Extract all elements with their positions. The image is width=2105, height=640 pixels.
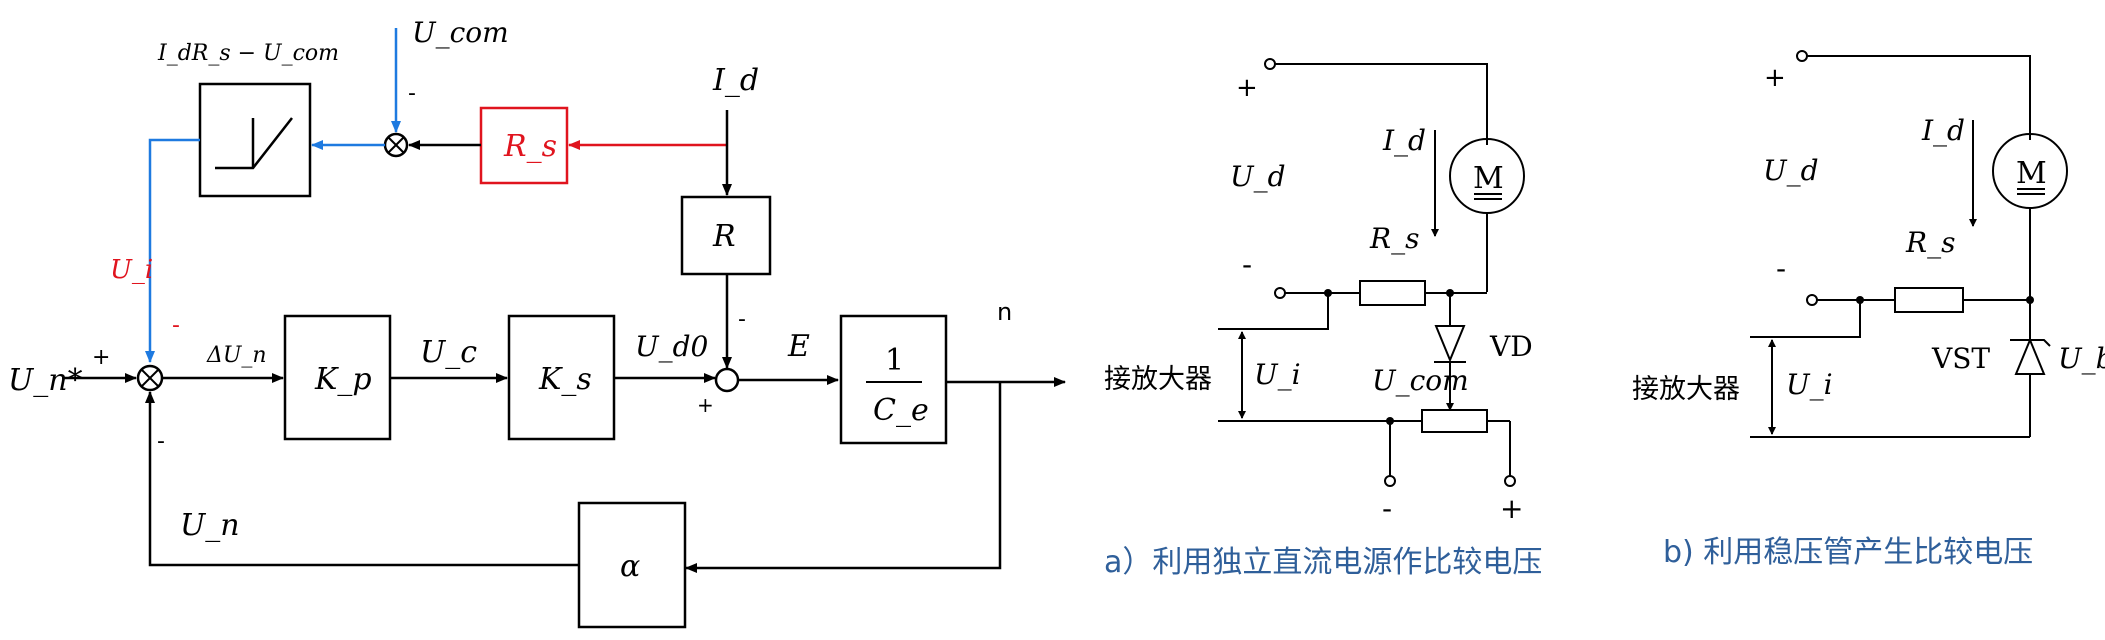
ucom-label: U_com (412, 16, 509, 49)
a-rs: R_s (1369, 222, 1419, 255)
nonlinear-block (198, 82, 312, 198)
block-diagram: I_dR_s − U_com U_com - R_s I_d R - U_i - (8, 16, 1066, 629)
b-resistor (1894, 287, 1964, 313)
ui-label: U_i (110, 255, 153, 285)
a-caption: a）利用独立直流电源作比较电压 (1104, 545, 1542, 580)
ce-denominator: C_e (873, 393, 929, 428)
rs-label: R_s (503, 129, 557, 164)
b-ubr: U_br (2058, 342, 2105, 375)
a-id: I_d (1382, 124, 1426, 157)
a-amplifier: 接放大器 (1104, 364, 1212, 395)
r-sign: - (738, 307, 746, 332)
ud0-label: U_d0 (635, 330, 708, 363)
b-zener (2014, 337, 2046, 375)
svg-text:M: M (1473, 161, 1504, 196)
ce-numerator: 1 (885, 343, 904, 378)
alpha-label: α (620, 549, 640, 584)
a-diode (1434, 325, 1466, 363)
un-star-label: U_n* (8, 363, 83, 398)
b-rs: R_s (1905, 226, 1955, 259)
b-id: I_d (1921, 114, 1965, 147)
r-label: R (712, 219, 736, 254)
svg-text:M: M (2016, 156, 2047, 191)
b-plus: + (1764, 63, 1786, 93)
un-label: U_n (180, 508, 240, 543)
a-bottom-minus: - (1382, 492, 1392, 525)
sum-junction-2 (714, 367, 740, 393)
a-potentiometer (1421, 409, 1488, 433)
a-ud: U_d (1230, 160, 1286, 193)
ui-sign: - (172, 313, 180, 338)
nonlinear-label: I_dR_s − U_com (157, 41, 339, 66)
id-label: I_d (712, 63, 759, 98)
kp-label: K_p (314, 362, 372, 397)
b-amplifier: 接放大器 (1632, 374, 1740, 405)
b-minus: - (1776, 252, 1786, 285)
feedback-sign: - (157, 429, 165, 454)
delta-un-label: ΔU_n (206, 343, 267, 368)
b-ui: U_i (1786, 368, 1833, 401)
a-resistor (1359, 280, 1426, 306)
circuit-b: + U_d I_d M - R_s VST U_br 接放大器 U_i b) 利… (1632, 50, 2105, 570)
a-vd: VD (1489, 330, 1533, 363)
b-ud: U_d (1763, 154, 1819, 187)
b-vst: VST (1931, 342, 1990, 375)
circuit-a: + U_d I_d M - R_s VD U_com 接放大器 U_ (1104, 58, 1542, 580)
sum2-plus: + (697, 393, 714, 417)
ks-label: K_s (538, 362, 592, 397)
output-label: n (997, 298, 1012, 326)
e-label: E (787, 329, 810, 364)
input-plus: + (92, 345, 110, 370)
a-ucom: U_com (1372, 364, 1469, 397)
a-bottom-plus: + (1500, 492, 1523, 525)
a-minus: - (1242, 248, 1252, 281)
uc-label: U_c (420, 335, 477, 370)
ucom-sign: - (408, 81, 416, 106)
a-plus: + (1236, 73, 1258, 103)
b-caption: b) 利用稳压管产生比较电压 (1663, 535, 2033, 570)
ce-block (839, 314, 948, 445)
a-ui: U_i (1254, 358, 1301, 391)
